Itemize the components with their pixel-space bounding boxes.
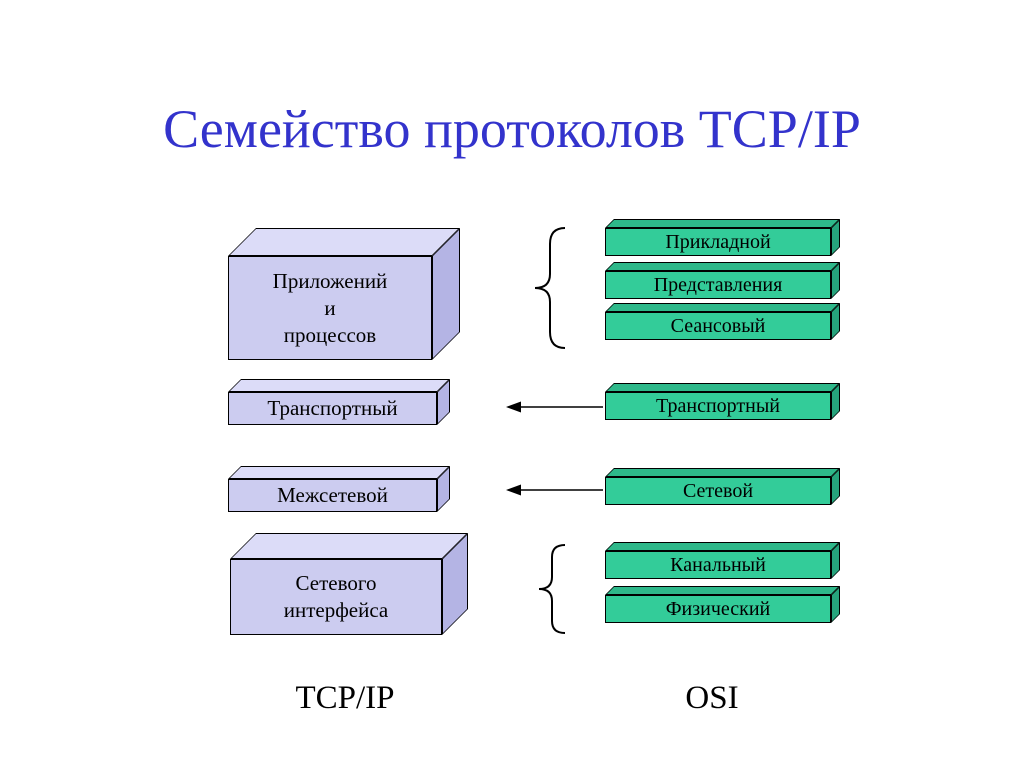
tcpip-column-label: TCP/IP	[295, 680, 395, 716]
layer-label: Сетевой	[682, 480, 754, 502]
arrow-network	[506, 484, 603, 496]
layer-label: Транспортный	[656, 395, 780, 417]
box-front-face: Представления	[605, 271, 831, 299]
box-top-face	[605, 219, 840, 228]
curly-brace-bottom	[538, 544, 566, 634]
layer-label: Представления	[653, 274, 783, 296]
osi-column-label: OSI	[685, 680, 739, 716]
layer-label-line: Межсетевой	[277, 483, 388, 507]
box-front-face: Канальный	[605, 551, 831, 579]
box-top-face	[605, 586, 840, 595]
box-top-face	[228, 228, 460, 256]
osi-layer-datalink: Канальный	[605, 542, 840, 579]
curly-brace-top	[534, 227, 566, 349]
slide-title: Семейство протоколов TCP/IP	[163, 99, 861, 159]
layer-label: Канальный	[670, 554, 766, 576]
osi-layer-physical: Физический	[605, 586, 840, 623]
box-top-face	[605, 542, 840, 551]
arrow-transport	[506, 401, 603, 413]
layer-label-line: Транспортный	[267, 396, 398, 420]
box-top-face	[228, 379, 450, 392]
tcpip-layer-internet: Межсетевой	[228, 466, 450, 512]
tcpip-layer-network-interface: Сетевого интерфейса	[230, 533, 468, 635]
box-front-face: Приложений и процессов	[228, 256, 432, 360]
box-front-face: Прикладной	[605, 228, 831, 256]
box-top-face	[605, 262, 840, 271]
box-front-face: Физический	[605, 595, 831, 623]
box-front-face: Транспортный	[228, 392, 437, 425]
box-front-face: Сетевого интерфейса	[230, 559, 442, 635]
tcpip-layer-applications: Приложений и процессов	[228, 228, 460, 360]
osi-layer-session: Сеансовый	[605, 303, 840, 340]
layer-label-line: Сетевого	[295, 571, 377, 595]
osi-layer-presentation: Представления	[605, 262, 840, 299]
osi-layer-network: Сетевой	[605, 468, 840, 505]
osi-layer-transport: Транспортный	[605, 383, 840, 420]
layer-label: Сеансовый	[670, 315, 766, 337]
box-front-face: Сеансовый	[605, 312, 831, 340]
box-front-face: Транспортный	[605, 392, 831, 420]
tcpip-layer-transport: Транспортный	[228, 379, 450, 425]
box-top-face	[605, 383, 840, 392]
layer-label-line: интерфейса	[283, 598, 389, 622]
layer-label-line: Приложений	[272, 268, 388, 293]
box-top-face	[230, 533, 468, 559]
box-front-face: Сетевой	[605, 477, 831, 505]
layer-label: Прикладной	[665, 231, 771, 253]
box-front-face: Межсетевой	[228, 479, 437, 512]
layer-label: Физический	[665, 598, 771, 620]
layer-label-line: и	[324, 295, 336, 320]
osi-layer-application: Прикладной	[605, 219, 840, 256]
box-top-face	[605, 468, 840, 477]
box-top-face	[605, 303, 840, 312]
layer-label-line: процессов	[283, 322, 377, 347]
box-top-face	[228, 466, 450, 479]
